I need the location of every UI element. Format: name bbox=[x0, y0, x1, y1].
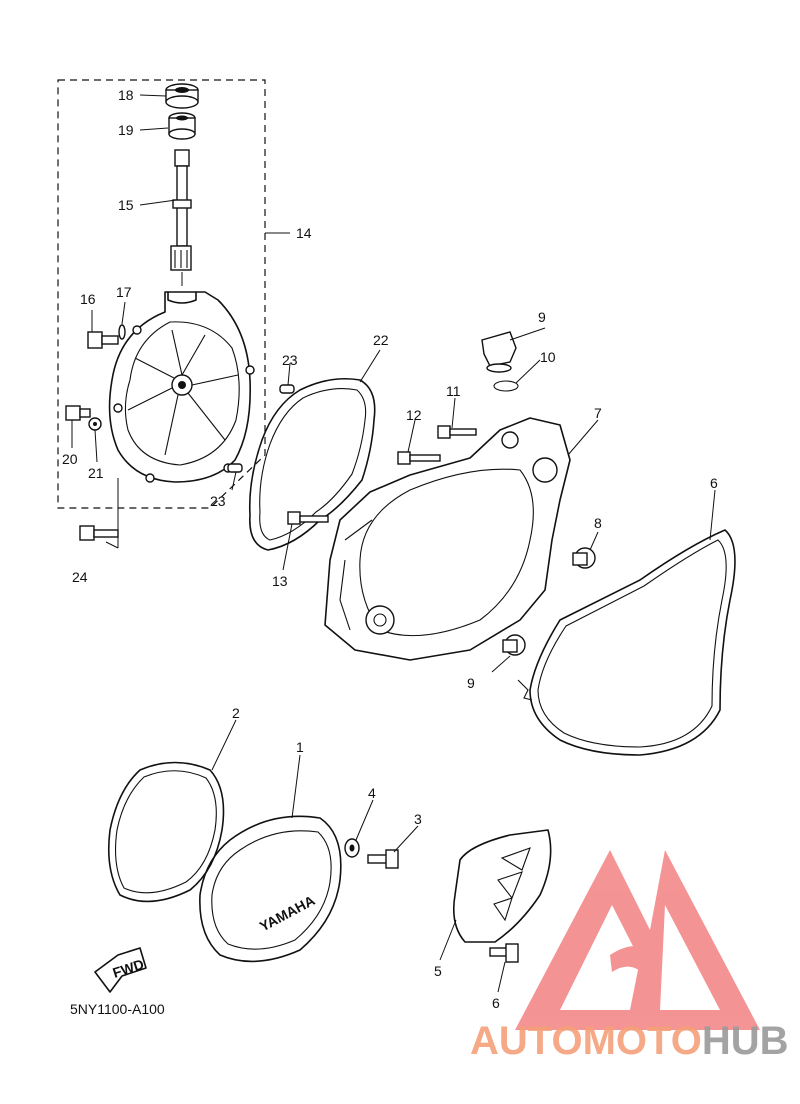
callout-1: 1 bbox=[296, 739, 304, 755]
fwd-arrow: FWD bbox=[94, 947, 147, 993]
callout-10: 9 bbox=[538, 309, 546, 325]
callout-labels: 18 19 15 14 16 17 20 21 24 23 23 22 9 10… bbox=[62, 87, 718, 1011]
callout-5: 5 bbox=[434, 963, 442, 979]
part-9-dowel-upper bbox=[572, 547, 596, 569]
callout-8: 6 bbox=[710, 475, 718, 491]
part-13-bolt-lower bbox=[287, 511, 329, 525]
part-21-washer bbox=[88, 417, 102, 431]
callout-11: 10 bbox=[540, 349, 556, 365]
part-14-pump-cover bbox=[108, 291, 255, 483]
part-15-shaft bbox=[170, 149, 192, 286]
part-3-bolt bbox=[367, 849, 399, 869]
part-6-bolt bbox=[489, 943, 519, 963]
cover-brand-text: YAMAHA bbox=[257, 892, 318, 934]
part-12-bolt bbox=[437, 425, 477, 439]
part-8-gasket bbox=[517, 529, 736, 756]
part-23-dowel-upper bbox=[279, 384, 295, 394]
callout-15: 15 bbox=[118, 197, 134, 213]
callout-7: 7 bbox=[594, 405, 602, 421]
callout-3: 3 bbox=[414, 811, 422, 827]
callout-13-upper: 12 bbox=[406, 407, 422, 423]
fwd-label: FWD bbox=[111, 956, 146, 981]
callout-16: 16 bbox=[80, 291, 96, 307]
callout-18: 18 bbox=[118, 87, 134, 103]
sub-assembly-boundary bbox=[57, 79, 266, 509]
watermark-part2: HUB bbox=[702, 1019, 789, 1063]
callout-21: 21 bbox=[88, 465, 104, 481]
part-13-bolt-upper bbox=[397, 451, 441, 465]
callout-13-lower: 13 bbox=[272, 573, 288, 589]
part-16-bolt bbox=[87, 331, 119, 349]
watermark-logo bbox=[515, 850, 760, 1030]
part-24-bolt bbox=[79, 525, 119, 541]
part-5-sprocket-cover bbox=[452, 829, 552, 943]
part-7-crankcase-cover bbox=[324, 417, 571, 661]
callout-12: 11 bbox=[446, 383, 461, 399]
part-18-bearing bbox=[165, 83, 199, 109]
leader-lines bbox=[71, 94, 716, 993]
part-23-dowel-lower bbox=[227, 463, 243, 473]
callout-23-upper: 23 bbox=[282, 352, 298, 368]
callout-17: 17 bbox=[116, 284, 132, 300]
part-19-bushing bbox=[168, 112, 196, 140]
callout-14: 14 bbox=[296, 225, 312, 241]
callout-4: 4 bbox=[368, 785, 376, 801]
callout-22: 22 bbox=[373, 332, 389, 348]
part-10-plug bbox=[481, 331, 517, 373]
callout-9-lower: 9 bbox=[467, 675, 475, 691]
part-22-gasket bbox=[248, 377, 376, 551]
callout-6: 6 bbox=[492, 995, 500, 1011]
watermark-part1: AUTOMOTO bbox=[470, 1019, 702, 1063]
callout-23-lower: 23 bbox=[210, 493, 226, 509]
watermark-text: AUTOMOTOHUB bbox=[470, 1019, 789, 1063]
callout-20: 20 bbox=[62, 451, 78, 467]
part-11-o-ring bbox=[493, 380, 519, 392]
callout-24: 24 bbox=[72, 569, 88, 585]
part-4-washer bbox=[344, 838, 360, 858]
callout-9-upper: 8 bbox=[594, 515, 602, 531]
part-9-dowel-lower bbox=[502, 634, 526, 656]
callout-2: 2 bbox=[232, 705, 240, 721]
drawing-code: 5NY1100-A100 bbox=[70, 1001, 165, 1017]
part-2-gasket bbox=[107, 761, 225, 903]
part-20-bolt bbox=[65, 405, 91, 421]
part-17-washer bbox=[118, 324, 126, 340]
callout-19: 19 bbox=[118, 122, 134, 138]
